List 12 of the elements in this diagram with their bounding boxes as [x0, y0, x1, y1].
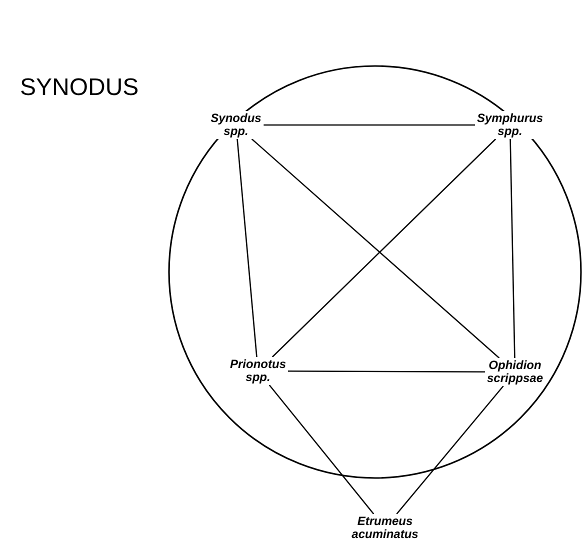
species-label: Ophidion scrippsae: [484, 358, 546, 386]
group-heading: SYNODUS: [20, 74, 139, 102]
species-label: Symphurus spp.: [475, 111, 545, 139]
connector-line: [236, 138, 258, 358]
group-circle: [20, 64, 582, 482]
connector-line: [263, 124, 475, 126]
species-label: Synodus spp.: [208, 111, 264, 139]
connector-line: [396, 386, 504, 514]
species-label: Prionotus spp.: [228, 357, 288, 385]
connector-line: [268, 384, 374, 514]
connector-line: [288, 370, 485, 373]
connector-line: [510, 138, 516, 358]
